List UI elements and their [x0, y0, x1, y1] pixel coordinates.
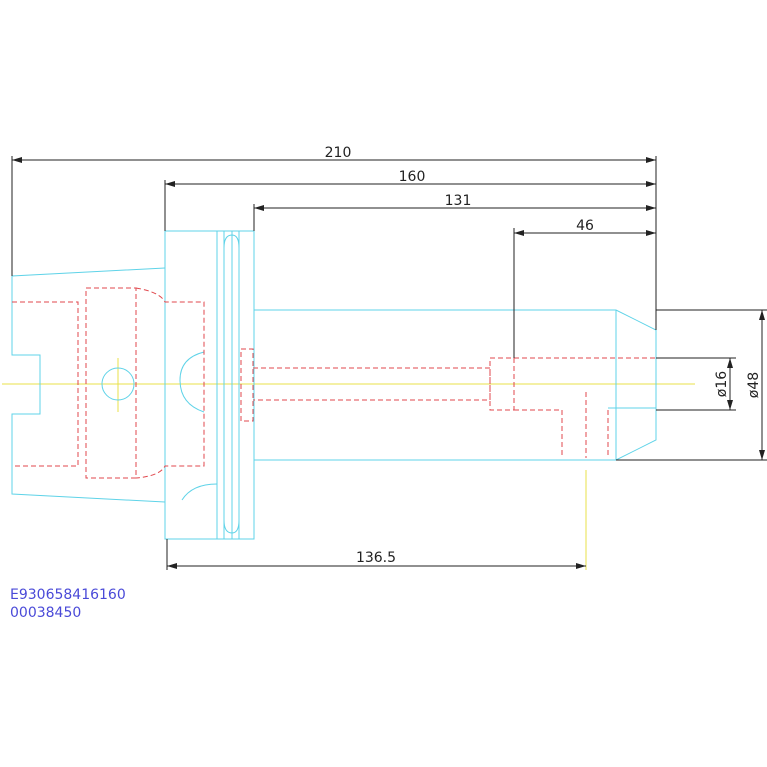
centerline — [2, 358, 695, 570]
dim-outer-diameter: ø48 — [746, 372, 762, 398]
article-number: 00038450 — [10, 605, 82, 621]
shank-outline — [11, 267, 166, 503]
dim-body-length: 131 — [445, 193, 472, 209]
shank-hole — [101, 367, 135, 401]
dim-center-length: 136.5 — [356, 550, 396, 566]
dim-bore-depth: 46 — [576, 218, 594, 234]
dimension-lines — [11, 156, 767, 570]
tool-holder-outline — [11, 230, 657, 540]
hidden-lines — [12, 287, 656, 479]
flange-outline — [164, 230, 255, 540]
order-number: E930658416160 — [10, 587, 126, 603]
drive-slot-lower — [181, 483, 218, 501]
body-outline — [254, 309, 657, 461]
dim-overall-length: 210 — [325, 145, 352, 161]
dimension-arrows — [12, 157, 765, 569]
dim-gauge-length: 160 — [399, 169, 426, 185]
dim-bore-diameter: ø16 — [714, 371, 730, 397]
drive-slot-upper — [179, 351, 205, 413]
